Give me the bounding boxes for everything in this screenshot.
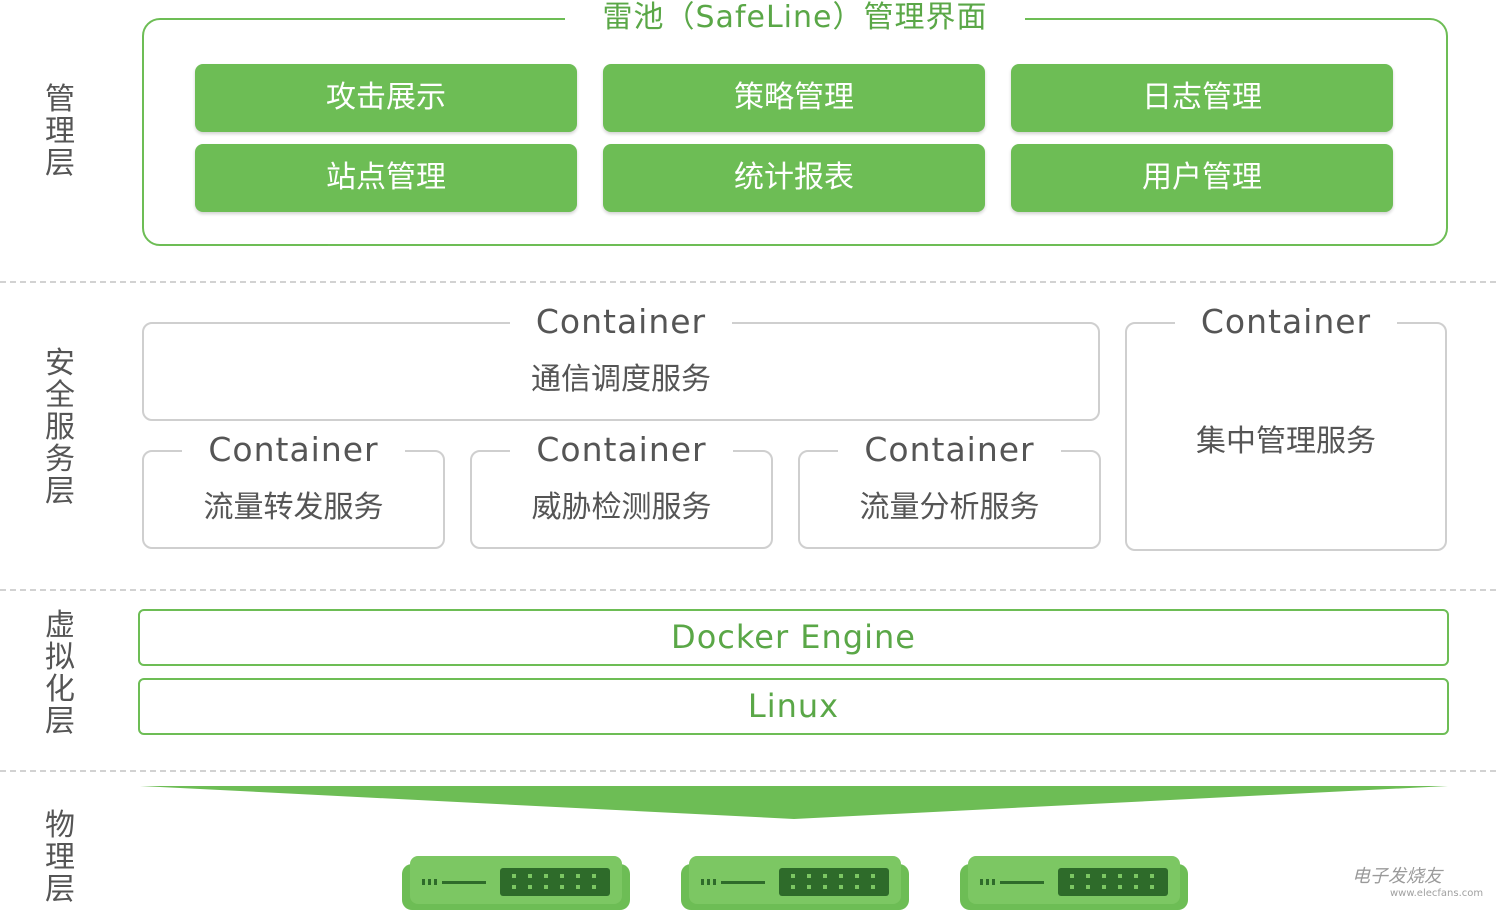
watermark-url: www.elecfans.com: [1390, 888, 1484, 899]
service-label-threat-detection: 威胁检测服务: [531, 490, 712, 525]
layer-label-physical: 物理层: [45, 808, 75, 907]
module-policy-management[interactable]: 策略管理: [603, 64, 985, 132]
server-icon: [681, 856, 909, 910]
docker-engine-bar: Docker Engine: [138, 609, 1449, 666]
service-label-communication: 通信调度服务: [531, 362, 711, 397]
watermark-text: 电子发烧友: [1352, 866, 1442, 887]
container-communication-service: Container 通信调度服务: [142, 302, 1100, 421]
container-title: Container: [509, 302, 733, 342]
module-log-management[interactable]: 日志管理: [1011, 64, 1393, 132]
module-user-management[interactable]: 用户管理: [1011, 144, 1393, 212]
container-traffic-analysis-service: Container 流量分析服务: [798, 430, 1101, 549]
module-attack-display[interactable]: 攻击展示: [195, 64, 577, 132]
layer-label-security: 安全服务层: [45, 346, 75, 509]
management-console-title: 雷池（SafeLine）管理界面: [564, 0, 1026, 38]
container-title: Container: [1174, 302, 1398, 342]
module-statistics-report[interactable]: 统计报表: [603, 144, 985, 212]
layer-label-virtualization: 虚拟化层: [45, 608, 75, 739]
server-icon: [960, 856, 1188, 910]
layer-divider: [0, 589, 1496, 591]
layer-label-management: 管理层: [45, 82, 75, 181]
linux-bar: Linux: [138, 678, 1449, 735]
layer-divider: [0, 770, 1496, 772]
module-site-management[interactable]: 站点管理: [195, 144, 577, 212]
container-title: Container: [182, 430, 405, 470]
layer-divider: [0, 281, 1496, 283]
service-label-central-management: 集中管理服务: [1196, 424, 1376, 459]
server-icon: [402, 856, 630, 910]
container-central-management-service: Container 集中管理服务: [1125, 302, 1447, 551]
service-label-traffic-forward: 流量转发服务: [203, 490, 384, 525]
service-label-traffic-analysis: 流量分析服务: [859, 490, 1040, 525]
container-title: Container: [838, 430, 1061, 470]
container-traffic-forward-service: Container 流量转发服务: [142, 430, 445, 549]
container-threat-detection-service: Container 威胁检测服务: [470, 430, 773, 549]
physical-funnel-arrow: [140, 786, 1448, 819]
container-title: Container: [510, 430, 733, 470]
